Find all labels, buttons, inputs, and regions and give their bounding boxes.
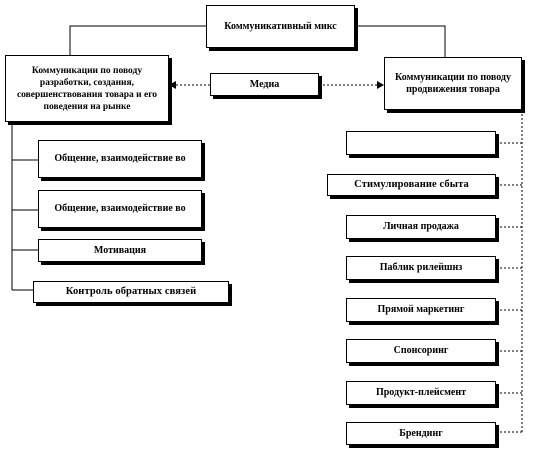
right-item-6: Спонсоринг [346,339,496,363]
right-item-label: Спонсоринг [393,345,449,356]
right-item-2: Стимулирование сбыта [327,174,496,196]
right-item-7: Продукт-плейсмент [346,381,496,405]
right-item-label: Стимулирование сбыта [354,179,469,190]
arrowhead-left [169,81,176,89]
connector-top-left [69,25,206,55]
left-main-node: Коммуникации по поводу разработки, созда… [5,55,169,122]
arrowhead-right [377,81,384,89]
media-node: Медиа [210,73,319,96]
left-item-label: Мотивация [93,244,147,256]
top-node-label: Коммуникативный микс [224,20,337,32]
left-main-label: Коммуникации по поводу разработки, созда… [16,65,158,112]
right-item-label: Паблик рилейшнз [379,262,463,273]
right-item-3: Личная продажа [346,215,496,239]
left-item-3: Мотивация [38,239,202,262]
right-item-label: Личная продажа [383,221,459,232]
left-item-label: Общение, взаимодействие во [54,203,186,214]
right-item-label: Брендинг [399,427,443,439]
right-main-label: Коммуникации по поводу продвижения товар… [395,71,511,95]
left-item-label: Общение, взаимодействие во [54,153,186,164]
right-item-1 [346,131,496,155]
media-label: Медиа [249,78,280,90]
right-item-5: Прямой маркетинг [346,298,496,322]
right-main-node: Коммуникации по поводу продвижения товар… [384,57,522,110]
right-item-8: Брендинг [346,422,496,445]
top-node: Коммуникативный микс [206,5,355,48]
left-item-2: Общение, взаимодействие во [38,190,202,228]
right-item-label: Продукт-плейсмент [375,387,467,398]
left-item-label: Контроль обратных связей [65,286,197,297]
right-item-4: Паблик рилейшнз [346,256,496,280]
right-item-label: Прямой маркетинг [377,304,465,315]
connector-top-right [355,25,446,62]
left-item-4: Контроль обратных связей [33,281,229,303]
left-item-1: Общение, взаимодействие во [38,140,202,178]
